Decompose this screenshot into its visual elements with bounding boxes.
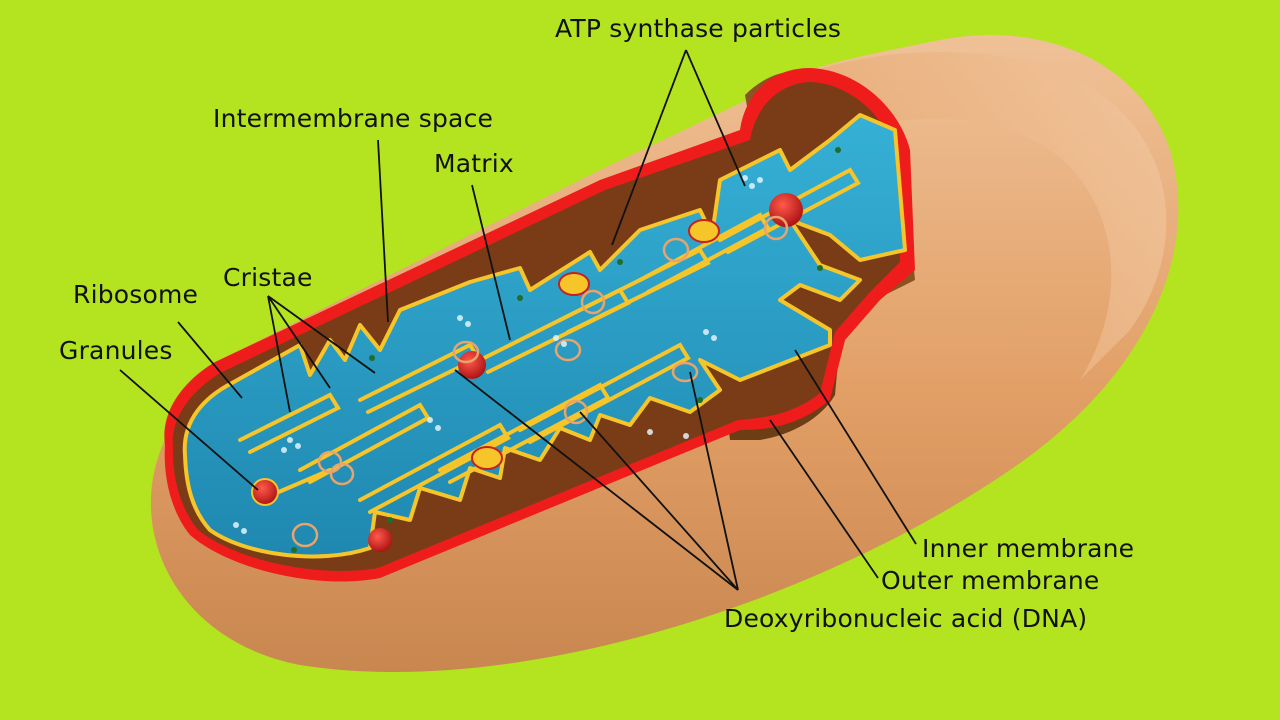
dna-ring: [763, 215, 789, 241]
leader-ribosome: [177, 321, 243, 399]
leader-atp-2: [685, 49, 746, 187]
leader-dna-2: [689, 371, 739, 591]
particle: [517, 295, 523, 301]
matrix-particles: [233, 147, 841, 553]
leader-outer-membrane: [769, 419, 879, 579]
crista-fold: [638, 212, 771, 294]
particle: [817, 265, 823, 271]
label-atp-synthase-particles: ATP synthase particles: [555, 14, 842, 43]
white-particles: [233, 175, 763, 534]
dna-ring: [662, 237, 690, 263]
dna-ring: [671, 361, 699, 383]
dna-ring: [452, 340, 480, 364]
particle: [553, 335, 559, 341]
particle: [291, 547, 297, 553]
particle: [241, 528, 247, 534]
crista-fold: [238, 392, 341, 454]
dna-rings: [291, 215, 789, 548]
granules: [471, 219, 720, 470]
green-particles: [291, 147, 841, 553]
label-intermembrane-space: Intermembrane space: [213, 104, 494, 133]
crista-fold: [518, 342, 691, 444]
particle: [683, 433, 689, 439]
leader-atp-1: [611, 49, 687, 246]
leader-dna-3: [454, 369, 739, 591]
label-outer-membrane: Outer membrane: [881, 566, 1100, 595]
matrix-group: [182, 113, 907, 559]
particle: [387, 517, 393, 523]
particle: [835, 147, 841, 153]
ribosome-dot: [251, 478, 279, 506]
particle: [711, 335, 717, 341]
crista-fold: [298, 402, 431, 484]
leader-granules: [119, 369, 259, 491]
granule-disc: [688, 219, 720, 243]
leader-cristae-2: [267, 295, 331, 389]
particle: [561, 341, 567, 347]
crista-fold: [558, 247, 711, 334]
particle: [742, 175, 748, 181]
dna-ring: [580, 289, 606, 315]
dna-ring: [329, 462, 355, 486]
particle: [233, 522, 239, 528]
dna-ring: [291, 522, 319, 548]
ribosomes: [251, 193, 803, 552]
particle: [281, 447, 287, 453]
label-dna: Deoxyribonucleic acid (DNA): [724, 604, 1088, 633]
leader-intermembrane: [377, 139, 389, 323]
leader-cristae-1: [267, 295, 291, 413]
leader-cristae-3: [267, 295, 376, 374]
particle: [697, 397, 703, 403]
leader-inner-membrane: [794, 349, 917, 545]
ribosome-dot: [769, 193, 803, 227]
particle: [295, 443, 301, 449]
particle: [287, 437, 293, 443]
leader-dna-1: [579, 411, 739, 591]
label-granules: Granules: [59, 336, 173, 365]
particle: [369, 355, 375, 361]
ribosome-dot: [368, 528, 392, 552]
ribosome-dot: [458, 351, 486, 379]
particle: [465, 321, 471, 327]
crista-fold: [358, 422, 511, 514]
body-highlight: [800, 52, 1167, 380]
label-ribosome: Ribosome: [73, 280, 199, 309]
leader-lines: [119, 49, 917, 591]
dna-ring: [563, 399, 589, 425]
dna-ring: [554, 338, 582, 362]
leader-matrix: [471, 184, 511, 341]
label-cristae: Cristae: [223, 263, 313, 292]
granule-disc: [558, 272, 590, 296]
particle: [435, 425, 441, 431]
crista-fold: [438, 382, 611, 484]
particle: [617, 259, 623, 265]
particle: [427, 417, 433, 423]
particle: [703, 329, 709, 335]
particle: [647, 429, 653, 435]
particle: [757, 177, 763, 183]
granule-disc: [471, 446, 503, 470]
label-inner-membrane: Inner membrane: [922, 534, 1135, 563]
label-matrix: Matrix: [434, 149, 514, 178]
particle: [749, 183, 755, 189]
particle: [457, 315, 463, 321]
